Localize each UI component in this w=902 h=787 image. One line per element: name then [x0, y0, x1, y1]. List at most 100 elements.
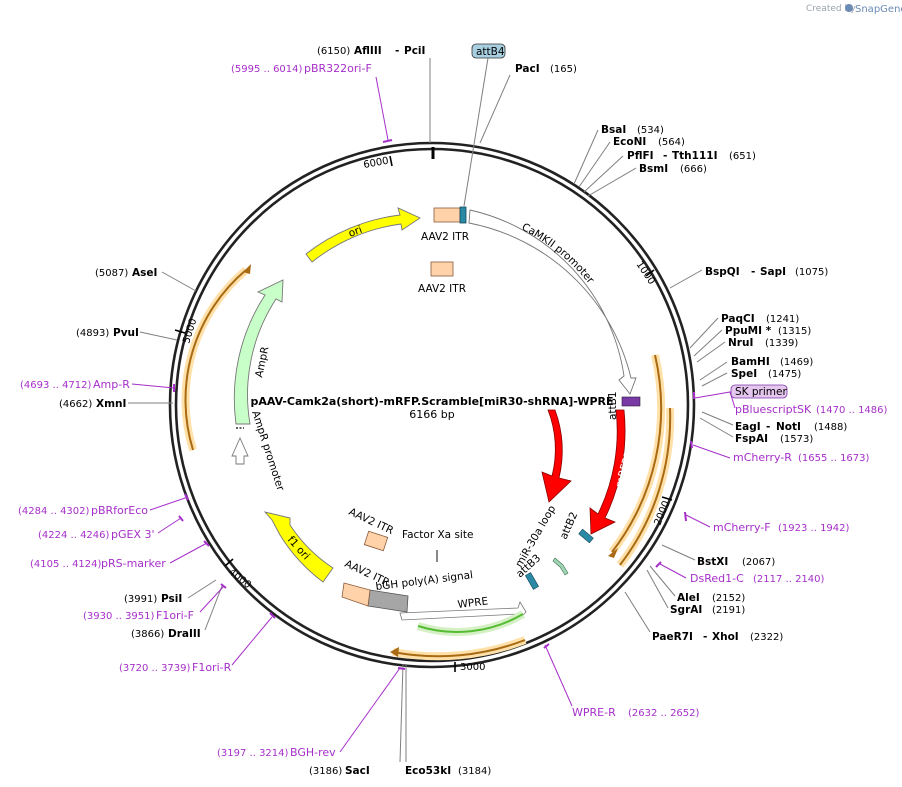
enzyme-pos-paqci: (1241) [766, 314, 799, 325]
leader-bspQI [669, 269, 703, 289]
enzyme-pos-paci: (165) [550, 64, 577, 75]
leader-pacI [479, 74, 511, 144]
primer-pos-bgh-rev: (3197 .. 3214) [217, 748, 289, 759]
feature-aav2-itr-top[interactable] [433, 207, 461, 223]
primer-pos-pbluescriptsk: (1470 .. 1486) [816, 405, 888, 416]
leader-nruI [696, 341, 726, 363]
leader-bamHI [699, 361, 728, 381]
map-title: pAAV-Camk2a(short)-mRFP.Scramble[miR30-s… [251, 395, 614, 421]
enzyme-name-econi: EcoNI [613, 136, 646, 148]
tick-label-3000: 3000 [460, 662, 485, 673]
enzyme-name-bstxi: BstXI [697, 556, 728, 568]
feature-mir30a-loop[interactable] [552, 557, 569, 576]
feature-bgh-polya[interactable] [367, 589, 409, 613]
boxed-labels: attB4 SK primer [463, 43, 788, 399]
enzyme-pos-bsmi: (666) [680, 164, 707, 175]
label-attb2: attB2 [558, 510, 581, 541]
enzyme-name-ppumi: PpuMI * [725, 325, 772, 337]
attb4-leader [463, 57, 489, 207]
enzyme-name2-afliii: PciI [404, 45, 425, 57]
enzyme-dash-paer7i: - [703, 631, 707, 643]
primer-name-mcherry-f: mCherry-F [713, 521, 771, 534]
primer-name-pbr322ori-f: pBR322ori-F [304, 62, 372, 75]
primer-mark-pgex3 [178, 515, 184, 522]
enzyme-name-bsmi: BsmI [639, 163, 668, 175]
enzyme-pos-paer7i: (2322) [750, 632, 783, 643]
feature-ampr-promoter[interactable] [231, 436, 249, 465]
leader-paeR7I [624, 591, 651, 633]
feature-aav2-itr-bottom-inner[interactable] [363, 530, 389, 552]
leader-pflFI [583, 155, 624, 193]
enzyme-name-draiii: DraIII [168, 628, 201, 640]
primer-pos-wpre-r: (2632 .. 2652) [628, 708, 700, 719]
enzyme-pos-bspqi: (1075) [795, 267, 828, 278]
enzyme-name-pvui: PvuI [113, 327, 139, 339]
sk-primer-badge[interactable] [730, 384, 788, 399]
feature-orange-arrow-bottom[interactable] [392, 639, 526, 658]
primer-mark-f1ori-r [269, 612, 276, 619]
primer-leader-bgh-rev [339, 667, 401, 753]
tick-label-6000: 6000 [363, 156, 390, 171]
feature-aav2-itr-inner[interactable] [430, 261, 454, 277]
enzyme-pos-asei: (5087) [95, 268, 128, 279]
enzyme-name-psii: PsiI [161, 593, 182, 605]
enzyme-pos-pflfi: (651) [729, 151, 756, 162]
label-attb1: attB1 [607, 391, 619, 420]
feature-attb4-mark[interactable] [459, 206, 467, 224]
feature-aav2-itr-bottom[interactable] [341, 582, 371, 607]
feature-orange-arrow-outer[interactable] [611, 354, 663, 553]
enzyme-name2-eagi: NotI [776, 421, 801, 433]
plasmid-name: pAAV-Camk2a(short)-mRFP.Scramble[miR30-s… [251, 395, 614, 408]
attb4-badge[interactable] [471, 43, 506, 59]
tick-label-4000: 4000 [226, 567, 253, 591]
feature-ampr[interactable] [233, 279, 284, 425]
primer-name-prs-marker: pRS-marker [101, 557, 166, 570]
enzyme-name-saci: SacI [345, 765, 370, 777]
enzyme-name-bspqi: BspQI [705, 266, 740, 278]
feature-mrfp1-inner[interactable] [589, 409, 626, 535]
feature-attb2[interactable] [578, 528, 594, 544]
label-factor-xa-site: Factor Xa site [402, 529, 473, 541]
tick-mark-5000 [174, 329, 186, 334]
feature-orange-arrow-inner[interactable] [619, 407, 672, 566]
primer-leader-prs-marker [169, 542, 208, 564]
enzyme-name-spei: SpeI [731, 368, 757, 380]
primer-leader-f1ori-f [199, 585, 225, 613]
feature-attb1[interactable] [621, 396, 641, 407]
enzyme-name-eco53ki: Eco53kI [405, 765, 451, 777]
feature-ori[interactable] [305, 207, 421, 263]
watermark-prefix: Created by [806, 4, 856, 14]
feature-orange-arrowhead-outer [608, 548, 618, 558]
enzyme-pos-nrui: (1339) [765, 338, 798, 349]
primer-name-dsred1-c: DsRed1-C [690, 572, 744, 585]
feature-camkii-promoter[interactable] [468, 209, 637, 395]
enzyme-name-fspai: FspAI [735, 433, 768, 445]
feature-orange-halo-bottom [392, 636, 527, 661]
enzyme-name-sgrai: SgrAI [670, 604, 702, 616]
leader-paqCI [689, 317, 719, 349]
primer-mark-dsred1-c [655, 561, 662, 568]
enzyme-dash-pflfi: - [663, 150, 667, 162]
enzyme-pos-saci: (3186) [309, 766, 342, 777]
feature-wpre-green-arrow[interactable] [417, 613, 524, 633]
primer-name-mcherry-r: mCherry-R [733, 451, 792, 464]
label-ori: ori [347, 224, 364, 240]
enzyme-pos-afliii: (6150) [317, 46, 350, 57]
primer-pos-dsred1-c: (2117 .. 2140) [753, 574, 825, 585]
label-ampr: AmpR [253, 345, 271, 378]
primer-name-wpre-r: WPRE-R [572, 706, 616, 719]
primer-leaders [131, 76, 736, 753]
primer-pos-pbrforeco: (4284 .. 4302) [18, 506, 90, 517]
feature-orange-arrow-left[interactable] [184, 269, 247, 451]
leader-ppuMI [693, 329, 723, 357]
feature-attb3[interactable] [524, 572, 540, 590]
enzyme-pos-sgrai: (2191) [712, 605, 745, 616]
enzyme-pos-alei: (2152) [712, 593, 745, 604]
backbone [168, 141, 696, 669]
attb4-badge-text: attB4 [476, 46, 505, 58]
enzyme-leaders [128, 58, 734, 763]
leader-psiI [187, 579, 217, 599]
enzyme-name-afliii: AflIII [354, 45, 382, 57]
feature-mrfp1-outer[interactable] [541, 409, 572, 503]
feature-f1-ori[interactable] [263, 511, 334, 583]
